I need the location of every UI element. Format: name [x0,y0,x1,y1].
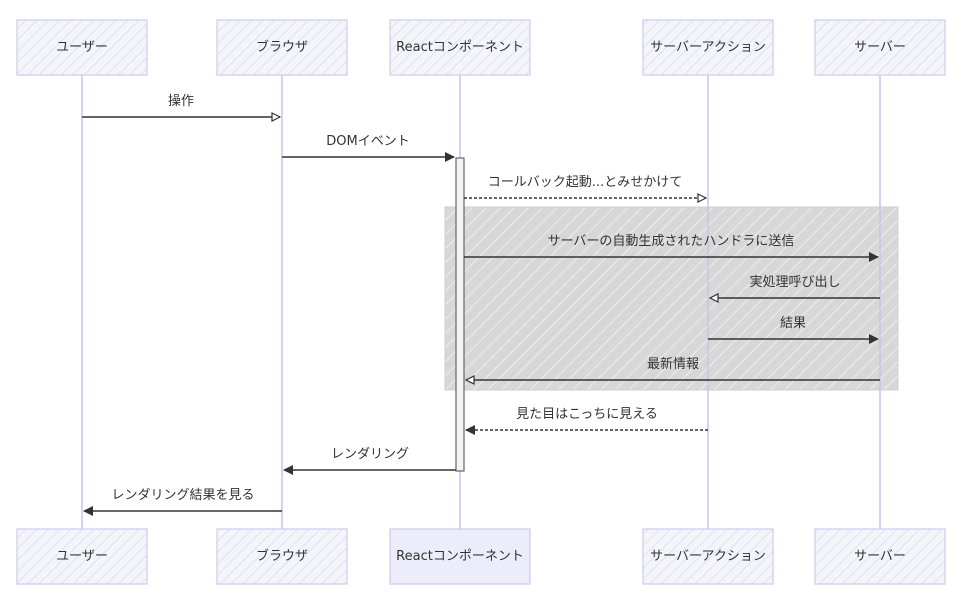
actor-label-react-top: Reactコンポーネント [396,40,524,55]
actor-label-browser-bottom: ブラウザ [256,548,308,564]
actor-label-action-top: サーバーアクション [650,40,766,55]
actor-label-user-top: ユーザー [56,40,108,55]
actor-label-browser-top: ブラウザ [256,39,308,55]
messages: 操作 DOMイベントコールバック起動...とみせかけてサーバーの自動生成されたハン… [82,93,880,516]
actor-box-browser-top [216,19,348,76]
actor-label-react-bottom: Reactコンポーネント [396,549,524,564]
actor-box-react-bottom [389,528,531,585]
actor-box-action-top [642,19,774,76]
actor-box-server-top [814,19,946,76]
actors-bottom: ユーザー ブラウザ Reactコンポーネント サーバーアクション サーバー [16,528,946,585]
actor-box-server-bottom [814,528,946,585]
message-label-1: 操作 [168,93,194,109]
lifelines [81,75,881,529]
message-label-7: 最新情報 [647,356,699,372]
actor-box-react-top [389,19,531,76]
actor-label-user-bottom: ユーザー [56,549,108,564]
actor-box-user-top [16,19,148,76]
actor-box-browser-bottom [216,528,348,585]
actor-label-server-bottom: サーバー [854,549,906,564]
actor-label-server-top: サーバー [854,40,906,55]
message-label-10: レンダリング結果を見る [111,488,254,503]
activation-bar [455,157,465,472]
actor-label-action-bottom: サーバーアクション [650,549,766,564]
message-label-8: 見た目はこっちに見える [516,407,658,422]
message-label-9: レンダリング [331,447,409,462]
actors-top: ユーザー ブラウザ Reactコンポーネント サーバーアクション サーバー [16,19,946,76]
message-label-2: DOMイベント [326,134,409,149]
message-label-6: 結果 [780,316,806,331]
actor-box-user-bottom [16,528,148,585]
message-label-3: コールバック起動...とみせかけて [488,175,682,190]
message-label-5: 実処理呼び出し [749,274,840,290]
actor-box-action-bottom [642,528,774,585]
message-label-4: サーバーの自動生成されたハンドラに送信 [548,234,795,249]
